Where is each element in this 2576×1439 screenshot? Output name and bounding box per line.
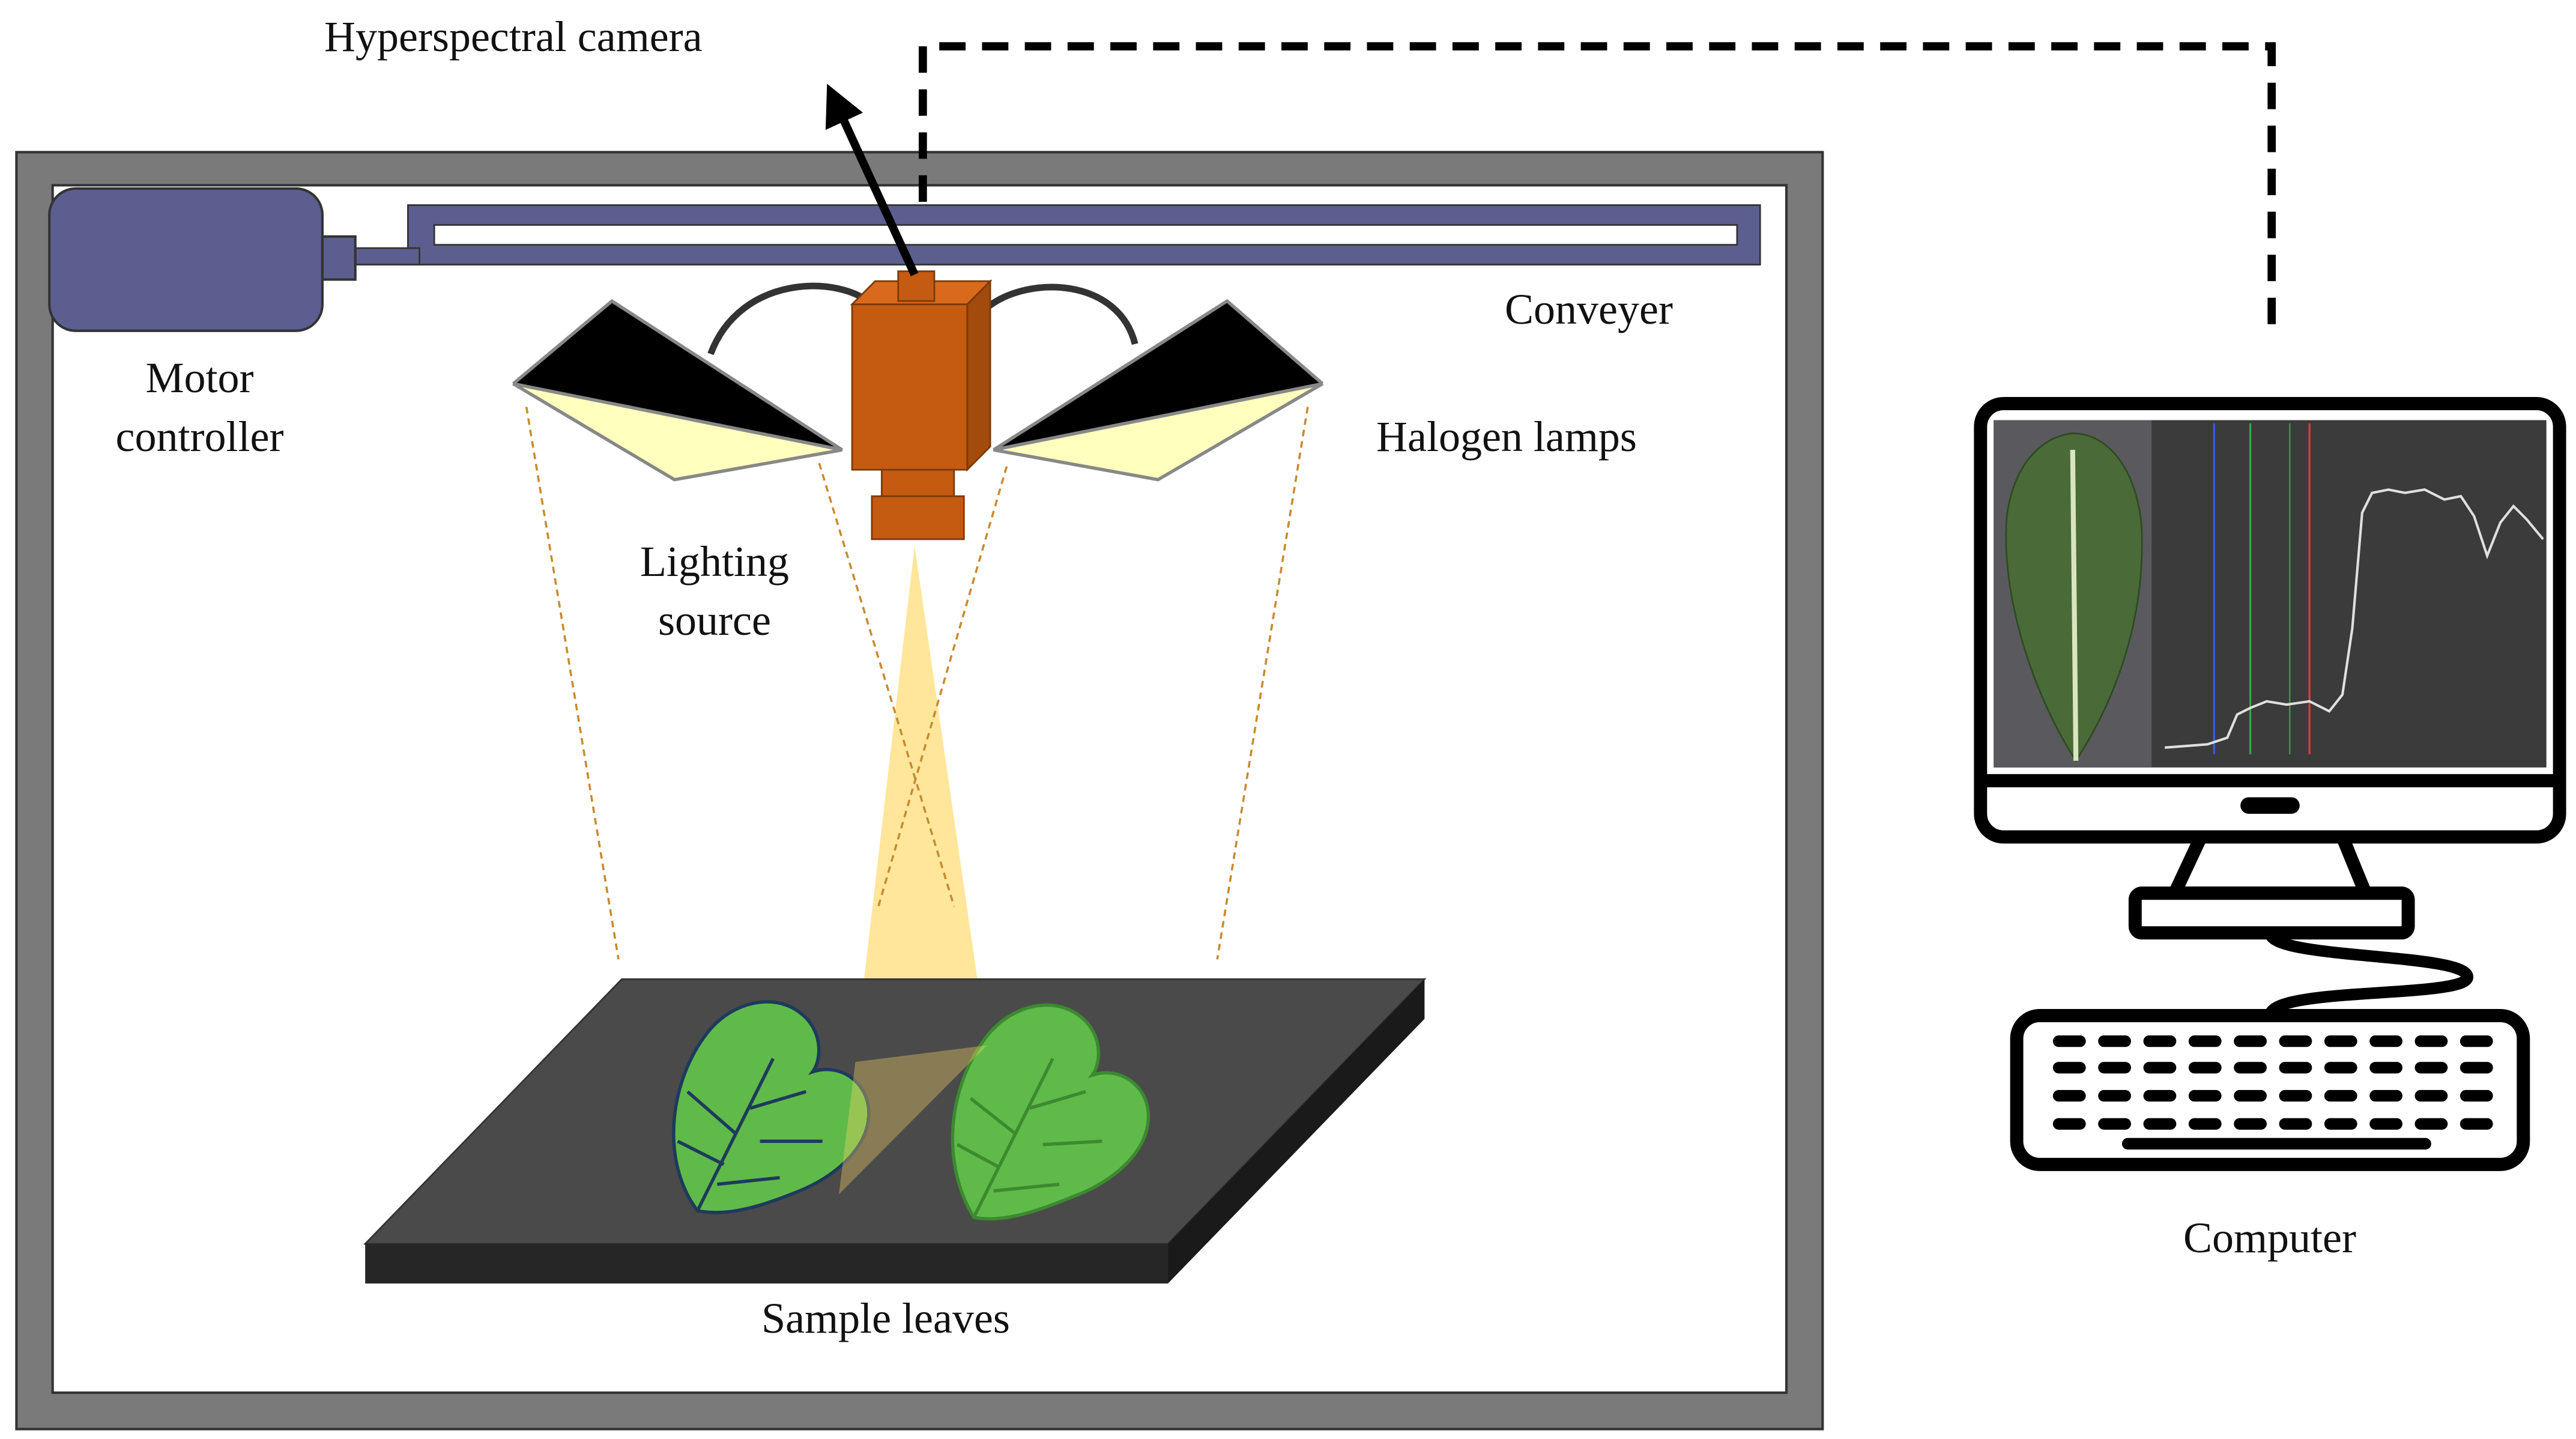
computer-label: Computer [2183, 1214, 2356, 1262]
lighting-source-label-line1: Lighting [640, 538, 789, 586]
keyboard-key [2369, 1035, 2402, 1047]
keyboard-key [2052, 1035, 2086, 1047]
halogen-lamps-label: Halogen lamps [1376, 413, 1637, 461]
keyboard-key [2460, 1118, 2493, 1130]
keyboard-key [2143, 1118, 2177, 1130]
keyboard-key [2324, 1035, 2357, 1047]
screen-spectrum-plot [2164, 423, 2544, 754]
keyboard-key [2460, 1062, 2493, 1074]
sample-leaves-label: Sample leaves [761, 1294, 1010, 1342]
lamp-illumination-lines [525, 407, 1309, 960]
keyboard-key [2098, 1035, 2131, 1047]
keyboard-key [2369, 1089, 2402, 1102]
conveyer-rail [352, 204, 1761, 266]
lamp-cable-left [707, 282, 874, 356]
keyboard-key [2188, 1089, 2222, 1102]
lighting-source-label-line2: source [658, 596, 771, 644]
keyboard-keys [2052, 1035, 2493, 1150]
keyboard-key [2279, 1062, 2312, 1074]
camera-pointer-arrow [825, 83, 919, 277]
leaf-icon [951, 1003, 1150, 1221]
keyboard-key [2188, 1118, 2222, 1130]
sample-stage [363, 978, 1427, 1284]
keyboard-key [2052, 1089, 2086, 1102]
keyboard-key [2098, 1062, 2131, 1074]
keyboard-key [2460, 1089, 2493, 1102]
keyboard-key [2279, 1089, 2312, 1102]
keyboard-key [2143, 1089, 2177, 1102]
camera-icon [850, 270, 993, 541]
keyboard-key [2143, 1035, 2177, 1047]
data-cable-dashed [918, 42, 2276, 331]
keyboard-key [2279, 1035, 2312, 1047]
keyboard-key [2324, 1089, 2357, 1102]
keyboard-key [2188, 1062, 2222, 1074]
keyboard-key [2234, 1062, 2267, 1074]
keyboard-key [2369, 1118, 2402, 1130]
keyboard-key [2460, 1035, 2493, 1047]
keyboard-key [2234, 1118, 2267, 1130]
beam-footprint [839, 1045, 987, 1195]
keyboard-key [2324, 1062, 2357, 1074]
motor-controller-label-line1: Motor [145, 354, 254, 402]
keyboard-cable [2264, 931, 2473, 1017]
keyboard-icon [2010, 1008, 2530, 1171]
keyboard-key [2234, 1035, 2267, 1047]
keyboard-key [2414, 1089, 2448, 1102]
keyboard-key [2369, 1062, 2402, 1074]
leaf-icon [672, 1000, 871, 1214]
motor-controller-label-line2: controller [115, 413, 284, 461]
conveyer-label: Conveyer [1505, 285, 1673, 333]
keyboard-key [2188, 1035, 2222, 1047]
keyboard-key [2414, 1035, 2448, 1047]
keyboard-key [2279, 1118, 2312, 1130]
keyboard-key [2234, 1089, 2267, 1102]
keyboard-key [2052, 1062, 2086, 1074]
keyboard-key [2143, 1062, 2177, 1074]
keyboard-key [2098, 1118, 2131, 1130]
lamp-cable-right [985, 283, 1138, 345]
keyboard-key [2324, 1118, 2357, 1130]
hyperspectral-camera-label: Hyperspectral camera [324, 13, 703, 61]
keyboard-key [2414, 1118, 2448, 1130]
screen-leaf-image [1994, 420, 2152, 768]
keyboard-key [2098, 1089, 2131, 1102]
motor-icon [48, 187, 357, 332]
keyboard-key [2052, 1118, 2086, 1130]
halogen-lamp-icon [993, 298, 1324, 482]
keyboard-spacebar [2121, 1138, 2431, 1150]
halogen-lamp-icon [512, 298, 844, 482]
keyboard-key [2414, 1062, 2448, 1074]
